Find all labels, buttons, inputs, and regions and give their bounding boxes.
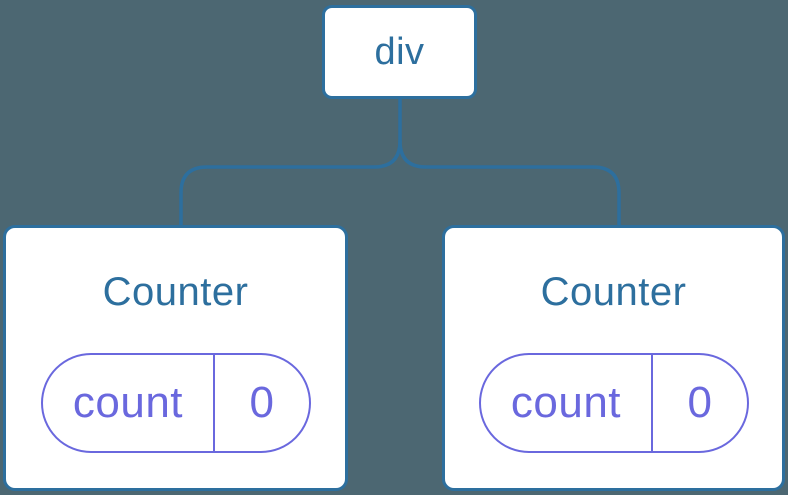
component-title: Counter xyxy=(540,270,687,314)
state-value-cell: 0 xyxy=(215,355,308,451)
state-pill: count 0 xyxy=(478,353,749,453)
state-key-cell: count xyxy=(481,355,654,451)
state-key-cell: count xyxy=(43,355,216,451)
root-node-label: div xyxy=(374,31,425,73)
component-card-counter-left: Counter count 0 xyxy=(3,225,348,491)
component-card-counter-right: Counter count 0 xyxy=(442,225,785,491)
root-node: div xyxy=(322,5,477,99)
component-title: Counter xyxy=(102,270,249,314)
state-value-label: 0 xyxy=(249,378,275,427)
state-pill: count 0 xyxy=(40,353,311,453)
connector-branch-right xyxy=(398,139,621,228)
state-key-label: count xyxy=(510,378,622,427)
state-value-cell: 0 xyxy=(653,355,746,451)
connector-branch-left xyxy=(179,139,402,228)
state-value-label: 0 xyxy=(687,378,713,427)
state-key-label: count xyxy=(72,378,184,427)
